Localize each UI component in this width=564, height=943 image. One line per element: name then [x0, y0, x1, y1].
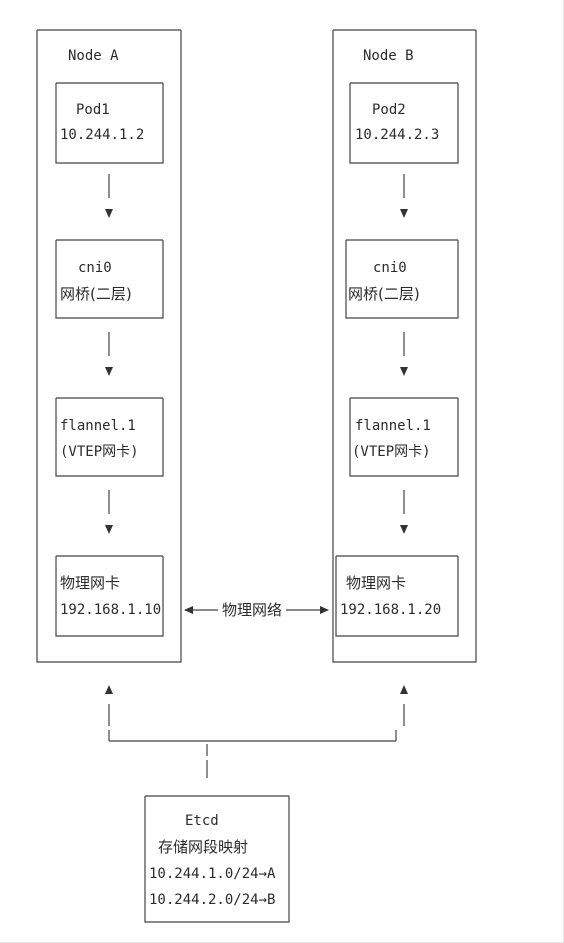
- node-b-pod-name: Pod2: [372, 102, 406, 118]
- etcd-desc: 存储网段映射: [158, 838, 249, 856]
- node-b-arrow-3: [400, 525, 408, 534]
- node-b-nic-box: [335, 555, 459, 637]
- node-a-arrow-2: [105, 367, 113, 376]
- node-a-box: [36, 29, 182, 663]
- node-b-bridge-box: [345, 239, 459, 319]
- node-a-arrow-1: [105, 209, 113, 218]
- node-b-pod-ip: 10.244.2.3: [355, 127, 440, 143]
- node-a-nic-box: [55, 555, 164, 637]
- physical-arrow-right: [320, 606, 329, 614]
- node-b-pod-box: [349, 82, 459, 164]
- node-a-pod-ip: 10.244.1.2: [60, 127, 145, 143]
- node-a-nic-ip: 192.168.1.10: [60, 602, 162, 618]
- node-b-arrow-2: [400, 367, 408, 376]
- etcd-route-a: 10.244.1.0/24→A: [149, 866, 276, 882]
- node-a-vtep-name: flannel.1: [60, 418, 136, 434]
- etcd-route-b: 10.244.2.0/24→B: [149, 892, 276, 908]
- node-a-pod-name: Pod1: [76, 102, 110, 118]
- node-a-bridge-box: [55, 239, 164, 319]
- node-a-vtep-desc: (VTEP网卡): [60, 444, 139, 460]
- physical-link-label: 物理网络: [221, 601, 283, 619]
- node-a-nic-name: 物理网卡: [60, 574, 121, 592]
- node-a-pod-box: [55, 82, 164, 164]
- node-a-vtep-box: [55, 397, 164, 477]
- node-b-nic-ip: 192.168.1.20: [340, 602, 442, 618]
- node-b-bridge-desc: 网桥(二层): [348, 285, 420, 303]
- etcd-arrow-up-a: [105, 685, 113, 694]
- node-b-bridge-name: cni0: [373, 260, 407, 276]
- etcd-box: [144, 795, 290, 923]
- physical-arrow-left: [184, 606, 193, 614]
- node-b-vtep-desc: (VTEP网卡): [352, 444, 431, 460]
- node-b-box: [332, 29, 477, 663]
- node-a-title: Node A: [68, 48, 119, 64]
- node-b-vtep-box: [349, 397, 459, 477]
- node-b-nic-name: 物理网卡: [346, 574, 407, 592]
- node-a-bridge-name: cni0: [78, 260, 112, 276]
- etcd-title: Etcd: [185, 813, 219, 829]
- node-a-bridge-desc: 网桥(二层): [60, 285, 132, 303]
- etcd-arrow-up-b: [400, 685, 408, 694]
- node-a-arrow-3: [105, 525, 113, 534]
- node-b-arrow-1: [400, 209, 408, 218]
- node-b-vtep-name: flannel.1: [355, 418, 431, 434]
- node-b-title: Node B: [363, 48, 414, 64]
